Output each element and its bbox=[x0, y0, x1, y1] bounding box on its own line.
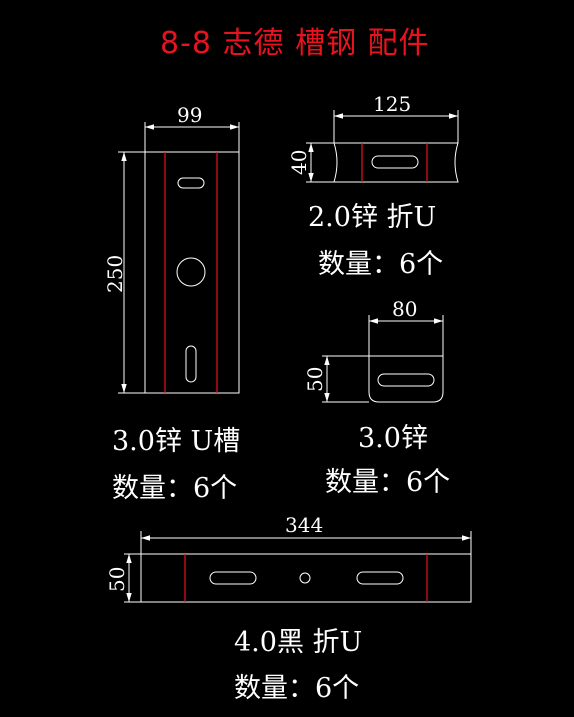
part-quantity: 数量：6个 bbox=[318, 249, 443, 280]
dimension-height: 50 bbox=[105, 567, 129, 592]
part-quantity: 数量：6个 bbox=[234, 673, 359, 704]
slot-hole bbox=[209, 571, 257, 585]
part-outline bbox=[144, 151, 240, 394]
slot-hole bbox=[377, 373, 435, 387]
part-outline bbox=[140, 553, 472, 603]
part-folded-u-long: 344 50 bbox=[105, 513, 472, 603]
part-outline bbox=[368, 355, 444, 403]
part-quantity: 数量：6个 bbox=[112, 473, 237, 504]
dimension-width: 80 bbox=[392, 297, 417, 321]
part-quantity: 数量：6个 bbox=[325, 467, 450, 498]
slot-hole bbox=[185, 345, 197, 383]
part-spec: 3.0锌 U槽 bbox=[112, 426, 240, 457]
round-hole bbox=[176, 257, 206, 287]
part-outline bbox=[333, 142, 459, 183]
slot-hole bbox=[371, 155, 419, 169]
part-u-channel: 99 250 bbox=[103, 103, 240, 394]
part-spec: 4.0黑 折U bbox=[234, 627, 362, 658]
round-hole bbox=[299, 572, 311, 584]
part-bracket: 80 50 bbox=[303, 297, 444, 403]
dimension-height: 250 bbox=[103, 255, 127, 293]
drawing-title: 8-8 志德 槽钢 配件 bbox=[160, 26, 430, 61]
dimension-height: 50 bbox=[303, 367, 327, 392]
slot-hole bbox=[356, 571, 404, 585]
dimension-width: 125 bbox=[373, 92, 411, 116]
part-spec: 2.0锌 折U bbox=[308, 202, 436, 233]
part-folded-u-small: 125 40 bbox=[287, 92, 459, 183]
dimension-width: 99 bbox=[177, 103, 202, 127]
slot-hole bbox=[177, 177, 205, 189]
dimension-height: 40 bbox=[287, 150, 311, 175]
dimension-width: 344 bbox=[285, 513, 323, 537]
part-spec: 3.0锌 bbox=[358, 423, 428, 454]
